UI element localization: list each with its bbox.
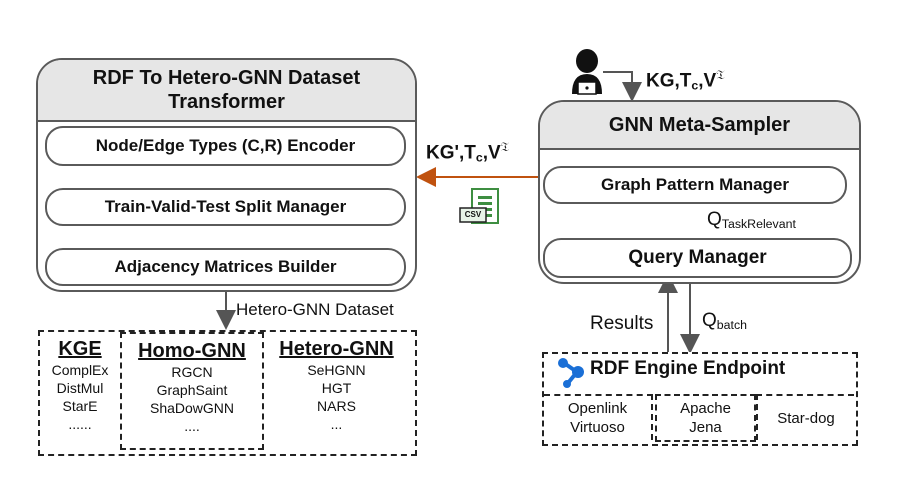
homo-gnn-column: Homo-GNN RGCN GraphSaint ShaDowGNN ....: [120, 332, 264, 450]
hetero-gnn-item: NARS: [317, 398, 356, 414]
homo-gnn-title: Homo-GNN: [138, 340, 246, 362]
kge-item: StarE: [62, 398, 98, 414]
kge-title: KGE: [58, 338, 102, 360]
query-manager: Query Manager: [543, 238, 852, 278]
results-label: Results: [590, 313, 654, 334]
hetero-gnn-column: Hetero-GNN SeHGNN HGT NARS ...: [264, 332, 409, 446]
encoder-step: Node/Edge Types (C,R) Encoder: [45, 126, 406, 166]
qbatch-label: Qbatch: [702, 310, 747, 333]
hetero-gnn-item: ...: [330, 416, 343, 432]
kge-item: ......: [68, 416, 92, 432]
user-icon: [572, 49, 602, 95]
hetero-gnn-item: HGT: [321, 380, 352, 396]
user-input-label: KG,Tc,V𝔗: [646, 68, 725, 93]
hetero-gnn-item: SeHGNN: [307, 362, 366, 378]
csv-icon-label: CSV: [464, 210, 482, 219]
engine-option-stardog: Star-dog: [756, 394, 854, 440]
homo-gnn-item: GraphSaint: [156, 382, 228, 398]
homo-gnn-item: ....: [184, 418, 200, 434]
transform-input-label: KG',Tc,V𝔗: [426, 140, 509, 165]
dataset-output-label: Hetero-GNN Dataset: [236, 300, 394, 319]
sampler-title: GNN Meta-Sampler: [540, 102, 859, 150]
hetero-gnn-title: Hetero-GNN: [279, 338, 394, 360]
homo-gnn-item: ShaDowGNN: [149, 400, 235, 416]
network-icon: [558, 358, 584, 388]
transformer-title: RDF To Hetero-GNN Dataset Transformer: [38, 60, 415, 122]
rdf-engine-title: RDF Engine Endpoint: [590, 358, 786, 379]
csv-file-icon: [459, 188, 499, 224]
rdf-engine-endpoint: [542, 352, 858, 446]
split-manager-step: Train-Valid-Test Split Manager: [45, 188, 406, 226]
kge-column: KGE ComplEx DistMul StarE ......: [40, 332, 120, 446]
models-container: [38, 330, 417, 456]
user-arrow: [603, 71, 642, 102]
kge-item: ComplEx: [51, 362, 109, 378]
homo-gnn-item: RGCN: [171, 364, 213, 380]
adjacency-builder-step: Adjacency Matrices Builder: [45, 248, 406, 286]
kge-item: DistMul: [56, 380, 104, 396]
graph-pattern-manager: Graph Pattern Manager: [543, 166, 847, 204]
qtask-label: QTaskRelevant: [707, 209, 796, 232]
